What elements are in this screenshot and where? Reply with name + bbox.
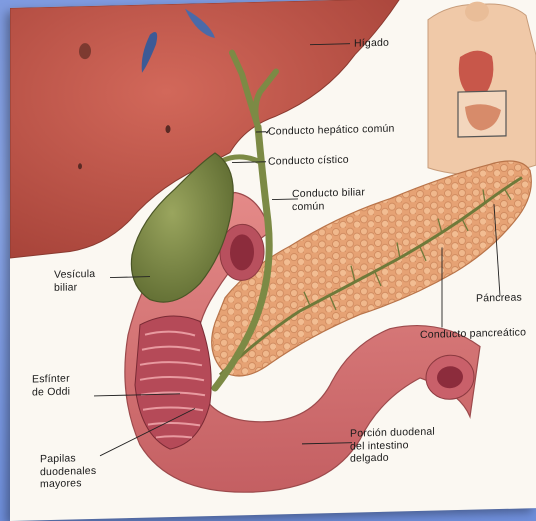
label-conducto-biliar-line1: Conducto biliar	[292, 186, 365, 200]
label-vesicula-line2: biliar	[54, 280, 95, 294]
label-pancreas: Páncreas	[476, 291, 522, 305]
label-vesicula-line1: Vesícula	[54, 268, 95, 282]
label-esfinter: Esfínter de Oddi	[32, 373, 70, 399]
anatomy-drawing	[10, 0, 536, 521]
anatomy-illustration: Hígado Conducto hepático común Conducto …	[10, 0, 536, 521]
label-esfinter-line2: de Oddi	[32, 385, 70, 398]
label-conducto-pancreatico: Conducto pancreático	[420, 326, 526, 341]
label-higado: Hígado	[354, 37, 389, 50]
label-papilas-line2: duodenales	[40, 464, 96, 478]
label-porcion-duodenal: Porción duodenal del intestino delgado	[350, 426, 435, 466]
label-conducto-biliar-line2: común	[292, 199, 365, 213]
label-esfinter-line1: Esfínter	[32, 373, 70, 386]
label-papilas-line3: mayores	[40, 477, 96, 491]
label-vesicula: Vesícula biliar	[54, 268, 95, 294]
label-porcion-line3: delgado	[350, 451, 435, 466]
label-conducto-cistico: Conducto cístico	[268, 154, 349, 168]
label-conducto-biliar: Conducto biliar común	[292, 186, 365, 213]
label-papilas: Papilas duodenales mayores	[40, 452, 96, 491]
torso-thumbnail	[428, 0, 536, 176]
label-porcion-line1: Porción duodenal	[350, 426, 435, 441]
